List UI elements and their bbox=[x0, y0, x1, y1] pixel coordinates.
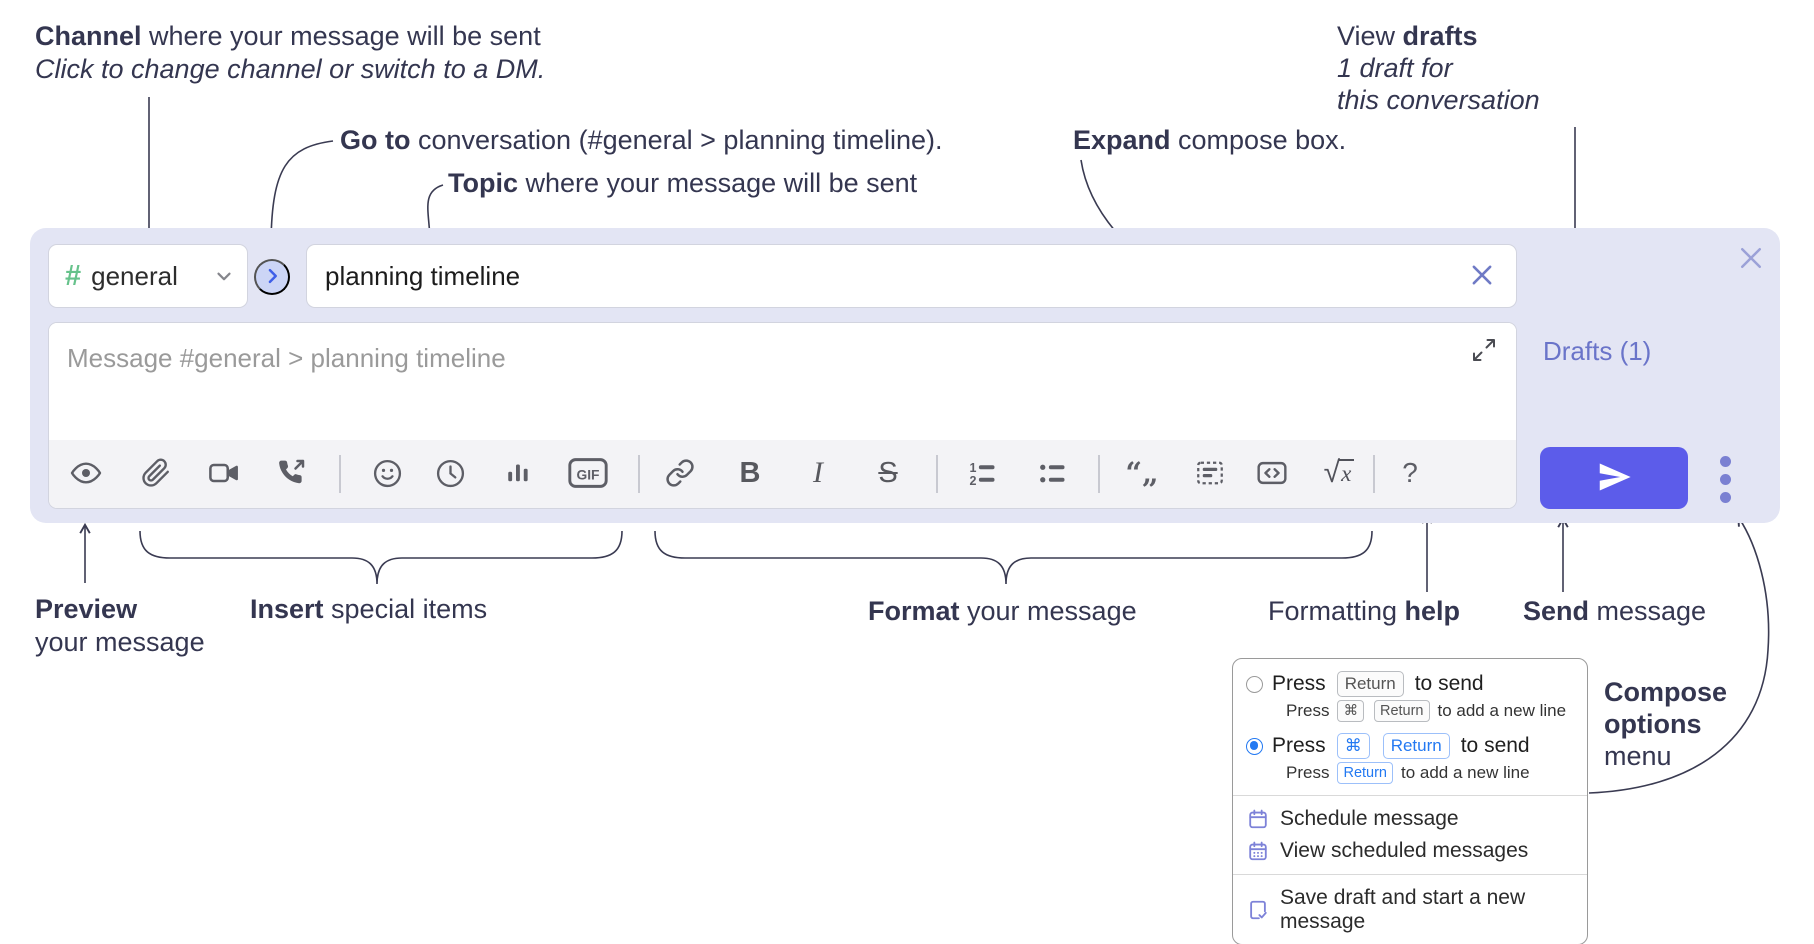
math-icon: √ bbox=[1323, 456, 1341, 489]
compose-options-menu: Press Return to send Press ⌘ Return to a… bbox=[1232, 658, 1588, 944]
spoiler-icon bbox=[1197, 461, 1223, 485]
clear-x-icon bbox=[1468, 261, 1496, 292]
annotation-topic: Topic where your message will be sent bbox=[448, 168, 918, 198]
drafts-link[interactable]: Drafts (1) bbox=[1543, 336, 1652, 366]
return-keycap: Return bbox=[1337, 762, 1393, 784]
spoiler-button[interactable] bbox=[1187, 450, 1233, 496]
send-button[interactable] bbox=[1540, 447, 1688, 509]
eye-icon bbox=[70, 462, 102, 484]
poll-button[interactable] bbox=[495, 450, 541, 496]
code-icon bbox=[1257, 461, 1287, 485]
annotation-drafts: View drafts 1 draft for this conversatio… bbox=[1337, 21, 1540, 115]
quote-button[interactable]: “„ bbox=[1119, 450, 1165, 496]
numbered-list-button[interactable]: 1 2 bbox=[959, 450, 1005, 496]
annotation-format: Format your message bbox=[868, 596, 1137, 626]
cmd-keycap: ⌘ bbox=[1337, 700, 1364, 722]
paperclip-icon bbox=[142, 458, 169, 487]
formatting-toolbar: GIF B I S 1 2 bbox=[49, 440, 1516, 508]
hash-icon: # bbox=[65, 259, 82, 292]
compose-options-button[interactable] bbox=[1708, 452, 1742, 506]
annotation-preview: Preview your message bbox=[35, 594, 205, 657]
return-keycap: Return bbox=[1373, 700, 1430, 722]
annotation-channel: Channel where your message will be sent … bbox=[35, 21, 546, 84]
gif-button[interactable]: GIF bbox=[562, 450, 614, 496]
menu-item-save-draft[interactable]: Save draft and start a new message bbox=[1233, 882, 1587, 938]
toolbar-separator bbox=[339, 455, 341, 493]
toolbar-separator bbox=[1098, 455, 1100, 493]
expand-icon bbox=[1471, 337, 1497, 366]
toolbar-separator bbox=[638, 455, 640, 493]
vertical-ellipsis-icon bbox=[1719, 455, 1731, 503]
strikethrough-button[interactable]: S bbox=[865, 450, 911, 496]
annotation-send: Send message bbox=[1523, 596, 1707, 626]
topic-input[interactable] bbox=[306, 244, 1517, 308]
send-shortcut-option-enter-sub: Press ⌘ Return to add a new line bbox=[1286, 700, 1567, 722]
radio-unselected[interactable] bbox=[1246, 675, 1263, 693]
cmd-keycap: ⌘ bbox=[1336, 733, 1370, 759]
code-button[interactable] bbox=[1249, 450, 1295, 496]
bulleted-list-icon bbox=[1040, 464, 1065, 483]
channel-selector[interactable]: # general bbox=[48, 244, 248, 308]
bulleted-list-button[interactable] bbox=[1029, 450, 1075, 496]
calendar-icon bbox=[1249, 809, 1267, 829]
emoji-button[interactable] bbox=[364, 450, 410, 496]
bold-button[interactable]: B bbox=[727, 450, 773, 496]
numbered-list-icon: 1 2 bbox=[970, 461, 995, 488]
return-keycap: Return bbox=[1336, 671, 1404, 697]
preview-button[interactable] bbox=[63, 450, 109, 496]
menu-item-view-scheduled[interactable]: View scheduled messages bbox=[1233, 835, 1587, 867]
clock-icon bbox=[436, 459, 464, 487]
expand-compose-button[interactable] bbox=[1466, 333, 1502, 369]
close-x-icon bbox=[1736, 243, 1766, 276]
radio-selected[interactable] bbox=[1246, 737, 1263, 755]
channel-name: general bbox=[91, 260, 178, 291]
svg-text:2: 2 bbox=[970, 474, 977, 488]
annotation-goto: Go to conversation (#general > planning … bbox=[340, 125, 943, 155]
compose-box: # general bbox=[30, 228, 1780, 523]
calendar-grid-icon bbox=[1249, 841, 1267, 861]
italic-button[interactable]: I bbox=[795, 450, 841, 496]
annotation-insert: Insert special items bbox=[250, 594, 488, 624]
note-check-icon bbox=[1250, 900, 1267, 920]
gif-icon: GIF bbox=[568, 458, 608, 488]
annotation-formatting-help: Formatting help bbox=[1268, 596, 1461, 626]
toolbar-separator bbox=[1373, 455, 1375, 493]
send-shortcut-option-enter[interactable]: Press Return to send bbox=[1233, 668, 1587, 697]
message-input[interactable] bbox=[49, 323, 1516, 435]
attach-file-button[interactable] bbox=[133, 450, 179, 496]
svg-text:1: 1 bbox=[970, 461, 977, 475]
video-call-button[interactable] bbox=[201, 450, 247, 496]
math-button[interactable]: √x bbox=[1311, 450, 1367, 496]
paper-plane-icon bbox=[1595, 458, 1633, 499]
schedule-time-button[interactable] bbox=[427, 450, 473, 496]
topic-clear-button[interactable] bbox=[1464, 258, 1500, 294]
send-shortcut-option-cmd-enter-sub: Press Return to add a new line bbox=[1286, 762, 1530, 784]
link-icon bbox=[666, 459, 694, 487]
chevron-right-icon bbox=[262, 266, 282, 289]
smiley-icon bbox=[373, 459, 401, 487]
message-area: GIF B I S 1 2 bbox=[48, 322, 1517, 509]
voice-call-button[interactable] bbox=[268, 450, 314, 496]
phone-call-icon bbox=[279, 459, 305, 484]
bar-chart-icon bbox=[508, 464, 528, 482]
menu-divider bbox=[1233, 874, 1587, 875]
svg-text:GIF: GIF bbox=[577, 467, 600, 483]
toolbar-separator bbox=[936, 455, 938, 493]
return-keycap: Return bbox=[1382, 733, 1450, 759]
goto-conversation-button[interactable] bbox=[254, 259, 290, 295]
annotation-expand: Expand compose box. bbox=[1073, 125, 1347, 155]
video-camera-icon bbox=[209, 463, 238, 483]
annotation-compose-options: Compose options menu bbox=[1604, 677, 1728, 771]
send-shortcut-option-cmd-enter[interactable]: Press ⌘ Return to send bbox=[1233, 726, 1587, 759]
menu-item-schedule-message[interactable]: Schedule message bbox=[1233, 803, 1587, 835]
chevron-down-icon bbox=[213, 265, 235, 287]
compose-close-button[interactable] bbox=[1735, 243, 1767, 275]
message-formatting-help-button[interactable]: ? bbox=[1387, 450, 1433, 496]
menu-divider bbox=[1233, 795, 1587, 796]
link-button[interactable] bbox=[657, 450, 703, 496]
